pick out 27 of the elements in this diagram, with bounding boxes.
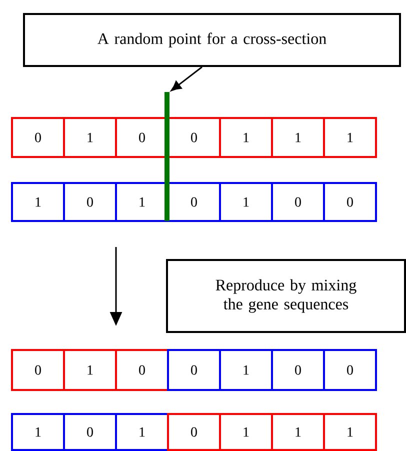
callout-box: A random point for a cross-section <box>23 13 401 67</box>
gene-cell: 0 <box>11 117 65 158</box>
gene-cell: 0 <box>63 182 117 222</box>
gene-cell: 1 <box>219 117 273 158</box>
gene-cell: 0 <box>271 182 325 222</box>
gene-cell: 1 <box>219 349 273 391</box>
gene-cell: 0 <box>271 349 325 391</box>
gene-cell: 1 <box>271 413 325 451</box>
gene-cell: 0 <box>323 349 377 391</box>
leader-arrow <box>170 66 202 91</box>
gene-cell: 1 <box>323 117 377 158</box>
gene-cell: 0 <box>167 349 221 391</box>
gene-cell: 1 <box>63 117 117 158</box>
gene-cell: 1 <box>115 413 169 451</box>
gene-cell: 1 <box>323 413 377 451</box>
gene-cell: 1 <box>271 117 325 158</box>
text-box: Reproduce by mixing the gene sequences <box>166 259 406 333</box>
gene-cell: 0 <box>63 413 117 451</box>
gene-cell: 1 <box>11 413 65 451</box>
gene-cell: 1 <box>63 349 117 391</box>
gene-cell: 1 <box>11 182 65 222</box>
gene-cell: 1 <box>219 413 273 451</box>
gene-cell: 0 <box>11 349 65 391</box>
gene-cell: 0 <box>115 349 169 391</box>
gene-cell: 1 <box>219 182 273 222</box>
gene-cell: 0 <box>167 413 221 451</box>
gene-cell: 0 <box>323 182 377 222</box>
